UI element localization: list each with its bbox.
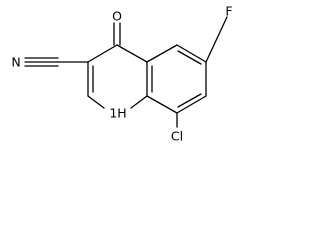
atom-label-oxygen: O xyxy=(112,9,122,24)
bond-c8a-n1 xyxy=(130,95,148,109)
bond-c8-c8a xyxy=(146,95,178,114)
atom-label-ring-nitrogen: 1H xyxy=(109,106,126,121)
bond-c4a-c5 xyxy=(146,44,178,63)
bond-c7-c8 xyxy=(176,95,207,114)
atom-label-chlorine: Cl xyxy=(171,129,183,144)
bonds xyxy=(24,16,228,128)
atom-label-fluorine: F xyxy=(225,4,232,19)
bond-c3-c4 xyxy=(87,44,118,63)
bond-c6-f xyxy=(205,16,228,63)
bond-c5-c6-inner xyxy=(177,50,202,65)
molecule-structure: O F N Cl 1H xyxy=(11,4,232,144)
bond-c4-c4a xyxy=(116,44,148,63)
atom-labels: O F N Cl 1H xyxy=(11,4,232,144)
bond-c7-c8-inner xyxy=(177,93,202,108)
bond-c5-c6 xyxy=(176,44,207,63)
bond-n1-c2 xyxy=(87,95,105,109)
atom-label-nitrile-nitrogen: N xyxy=(11,55,20,70)
